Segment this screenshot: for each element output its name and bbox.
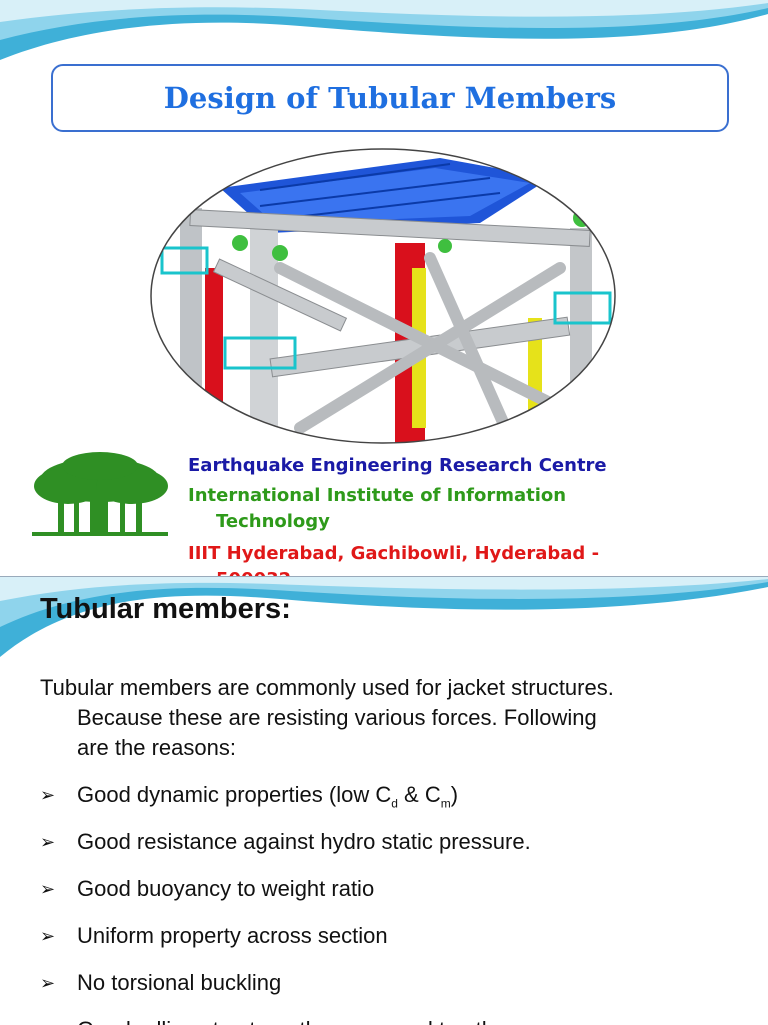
title-box: Design of Tubular Members xyxy=(51,64,729,132)
list-item-text: Good dynamic properties (low Cd & Cm) xyxy=(77,782,459,811)
list-item: ➢ Uniform property across section xyxy=(40,923,531,970)
reasons-list: ➢ Good dynamic properties (low Cd & Cm) … xyxy=(40,782,531,1025)
arrow-bullet-icon: ➢ xyxy=(40,785,56,805)
list-item: ➢ No torsional buckling xyxy=(40,970,531,1017)
arrow-bullet-icon: ➢ xyxy=(40,1017,77,1025)
arrow-bullet-icon: ➢ xyxy=(40,973,56,993)
intro-line: Because these are resisting various forc… xyxy=(77,705,597,730)
org-line-iiit-1: International Institute of Information xyxy=(188,485,567,506)
header-wave-decoration xyxy=(0,0,768,60)
intro-line: Tubular members are commonly used for ja… xyxy=(40,675,614,700)
intro-paragraph: Tubular members are commonly used for ja… xyxy=(40,673,722,763)
org-line-address-2: 500032 xyxy=(216,567,291,576)
org-line-eerc: Earthquake Engineering Research Centre xyxy=(188,455,607,476)
intro-line: are the reasons: xyxy=(77,735,236,760)
org-line-iiit-2: Technology xyxy=(216,511,330,532)
arrow-bullet-icon: ➢ xyxy=(40,832,56,852)
org-line-address-1: IIIT Hyderabad, Gachibowli, Hyderabad - xyxy=(188,543,600,564)
list-item-text: No torsional buckling xyxy=(77,970,282,995)
header-wave-decoration xyxy=(0,577,768,657)
list-item: ➢ Good resistance against hydro static p… xyxy=(40,829,531,876)
offshore-jacket-platform-image xyxy=(150,148,616,444)
list-item: ➢ Good rolling structure, they are used … xyxy=(40,1017,531,1025)
list-item: ➢ Good dynamic properties (low Cd & Cm) xyxy=(40,782,531,829)
list-item: ➢ Good buoyancy to weight ratio xyxy=(40,876,531,923)
arrow-bullet-icon: ➢ xyxy=(40,926,56,946)
arrow-bullet-icon: ➢ xyxy=(40,879,56,899)
slide-title: Tubular members: xyxy=(40,593,291,625)
list-item-text: Good rolling structure, they are used to… xyxy=(77,1017,525,1025)
list-item-text: Uniform property across section xyxy=(77,923,388,948)
slide-title: Design of Tubular Members xyxy=(163,81,617,115)
banyan-tree-logo xyxy=(32,452,168,536)
content-slide: Tubular members: Tubular members are com… xyxy=(0,576,768,1025)
title-slide: Design of Tubular Members xyxy=(0,0,768,576)
list-item-text: Good buoyancy to weight ratio xyxy=(77,876,375,901)
list-item-text: Good resistance against hydro static pre… xyxy=(77,829,531,854)
